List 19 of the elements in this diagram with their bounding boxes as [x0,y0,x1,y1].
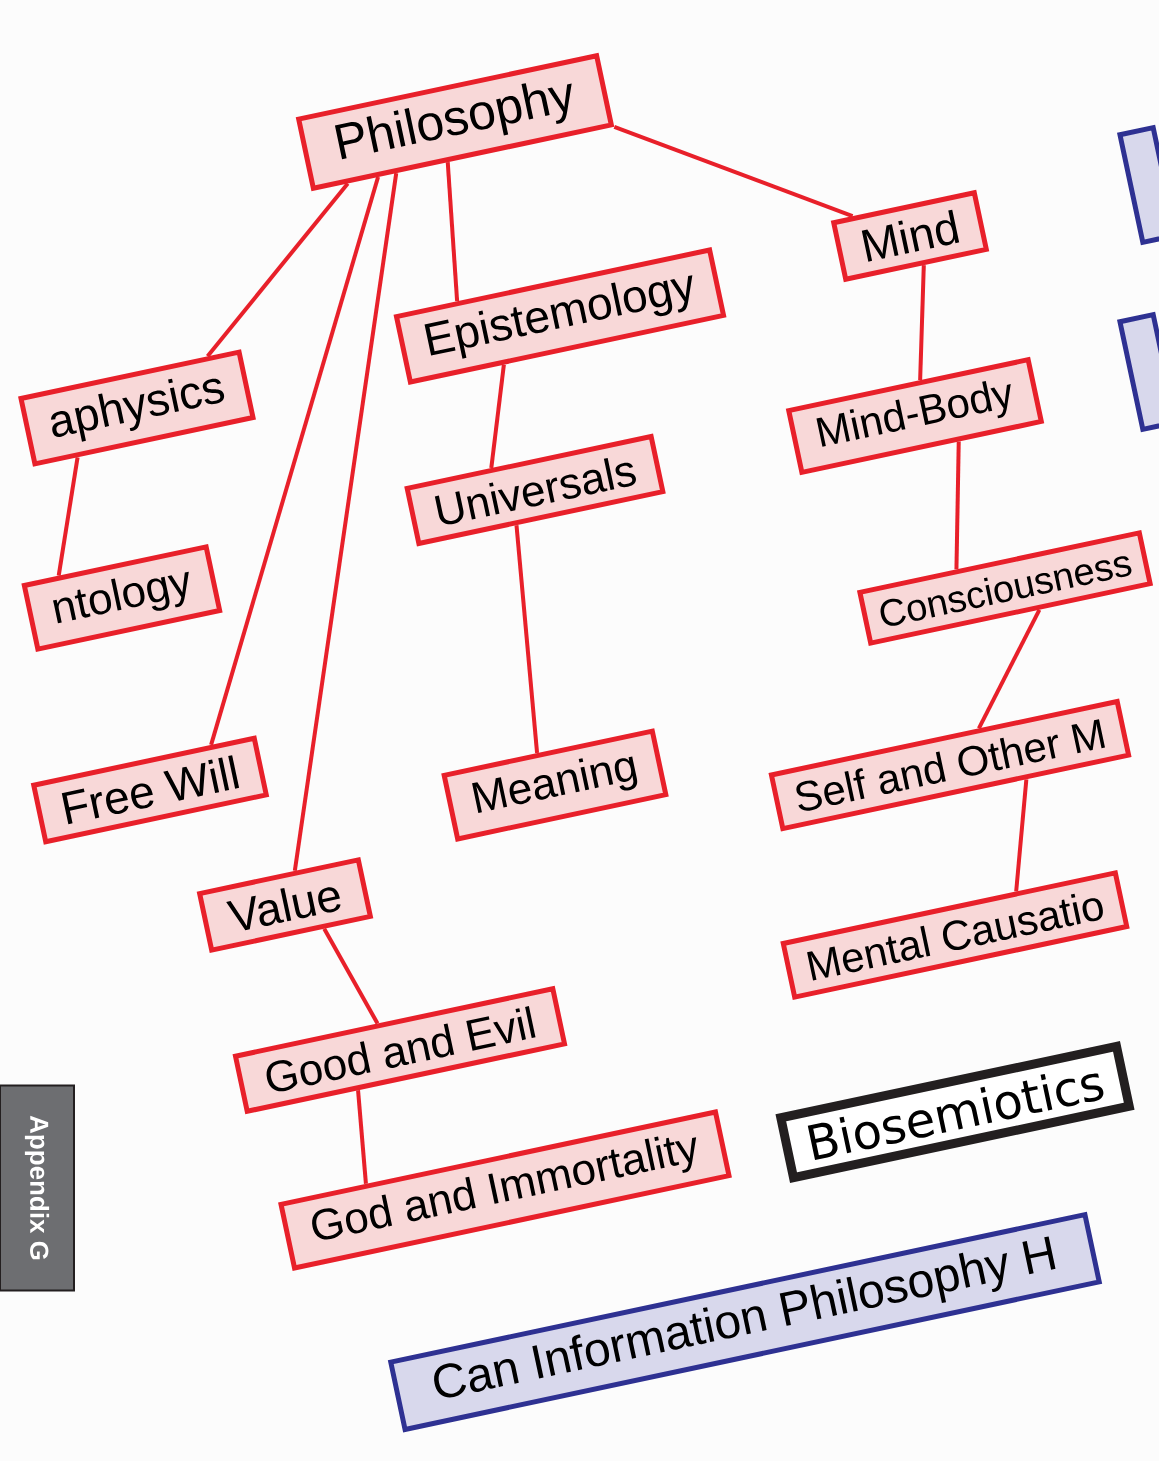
connector-line [209,176,380,746]
concept-box: Meaning [441,728,669,842]
side-tab: Appendix G [0,1084,75,1292]
connector-line [56,457,80,576]
connector-line [206,182,350,358]
connector-line [445,162,460,302]
connector-line [954,441,961,570]
connector-line [1014,779,1029,892]
connector-line [514,525,540,754]
concept-box: Self and Other M [768,698,1132,832]
connector-line [918,265,926,381]
concept-box: God and Immortality [278,1109,732,1271]
connector-line [322,927,380,1025]
concept-box: aphysics [18,349,256,467]
connector-line [977,608,1042,730]
connector-line [292,172,399,872]
connector-line [613,124,854,218]
connector-line [489,364,506,469]
connector-line [356,1090,368,1184]
